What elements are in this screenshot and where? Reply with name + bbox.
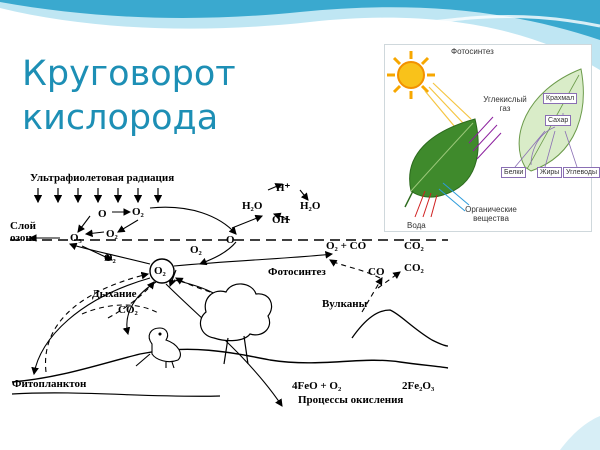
h2o-left-label: H₂O	[242, 200, 263, 212]
oxidation-eq-right-label: 2Fe₂O₃	[402, 380, 435, 392]
co2-arrows	[468, 116, 502, 160]
o2-top-label: O₂	[132, 206, 144, 218]
volcano-icon	[351, 309, 449, 347]
h-plus-label: H⁺	[276, 182, 291, 194]
o2-center-label: O₂	[154, 265, 166, 277]
wave-dark	[0, 0, 600, 40]
oxygen-cycle-diagram: Ультрафиолетовая радиация Слой озона O₃ …	[0, 168, 452, 410]
photosynthesis-label: Фотосинтез	[268, 266, 326, 278]
co2-lower-label: CO₂	[404, 262, 424, 274]
respiration-label: Дыхание	[92, 288, 137, 300]
o2-center-circle	[149, 258, 175, 284]
photosynthesis-panel-title: Фотосинтез	[451, 47, 494, 56]
water-arrows	[414, 190, 438, 218]
uv-label: Ультрафиолетовая радиация	[30, 172, 175, 184]
water-label: Вода	[407, 221, 426, 230]
volcanoes-label: Вулканы	[322, 298, 368, 310]
o2-b-label: O₂	[104, 252, 116, 264]
sun-rays	[424, 82, 472, 128]
o-mid-label: O	[226, 234, 235, 246]
co-label: CO	[368, 266, 385, 278]
sea-line	[11, 392, 221, 397]
tree-icon	[199, 283, 273, 365]
oh-label: OH	[272, 214, 290, 226]
bottom-wave	[560, 416, 600, 450]
ozone-layer-label: Слой озона	[10, 220, 38, 244]
dashed-return-arrows	[45, 259, 401, 373]
oxidation-eq-left-label: 4FeO + O₂	[292, 380, 342, 392]
box-sugar: Сахар	[545, 115, 572, 126]
title-line-1: Круговорот	[22, 54, 236, 94]
box-proteins: Белки	[501, 167, 527, 178]
bird-icon	[135, 327, 181, 369]
co2-right-label: CO₂	[404, 240, 424, 252]
phytoplankton-label: Фитопланктон	[12, 378, 87, 390]
slide-title: Круговорот кислорода	[22, 52, 236, 140]
o2-c-label: O₂	[190, 244, 202, 256]
respiration-loop	[81, 304, 161, 315]
oxidation-label: Процессы окисления	[298, 394, 404, 406]
wave-highlight	[119, 14, 600, 37]
o3-label: O₃	[70, 232, 82, 244]
o-left-label: O	[98, 208, 107, 220]
oxygen-cycle-drawing	[10, 183, 449, 407]
box-carbs: Углеводы	[563, 167, 600, 178]
uv-arrows	[33, 188, 163, 204]
o2-a-label: O₂	[106, 228, 118, 240]
upper-reaction-arrows	[28, 183, 309, 288]
h2o-right-label: H₂O	[300, 200, 321, 212]
photosynthesis-panel: Фотосинтез Углекислый газ Вода Органичес…	[384, 44, 600, 232]
title-line-2: кислорода	[22, 98, 219, 138]
organics-arrows	[438, 182, 470, 212]
sun-icon	[387, 51, 435, 99]
o2-co-label: O₂ + CO	[326, 240, 367, 252]
co2-resp-label: CO₂	[118, 304, 138, 316]
ground-line	[11, 348, 449, 383]
box-fats: Жиры	[537, 167, 563, 178]
box-starch: Крахмал	[543, 93, 578, 104]
co2-label: Углекислый газ	[483, 95, 527, 113]
organics-label: Органические вещества	[465, 205, 517, 223]
